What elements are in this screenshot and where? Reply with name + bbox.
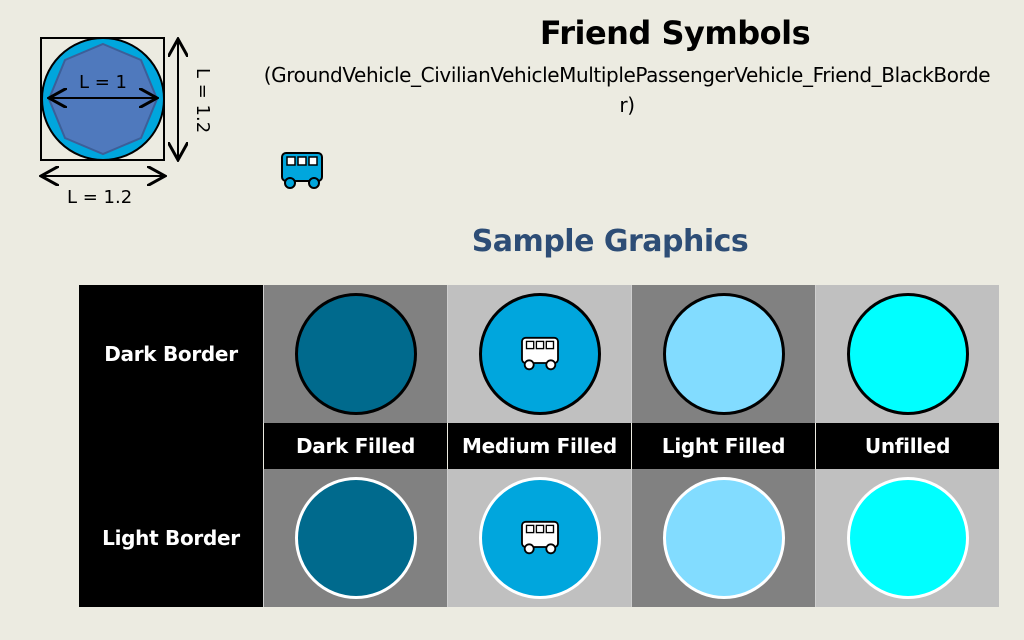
row-header-dark-border: Dark Border [79, 285, 263, 423]
symbol-dark-border-unfilled [846, 293, 969, 415]
symbol-light-border-light-filled [662, 477, 785, 599]
sample-graphics-table: Dark Border Dark Filled Medium Filled Li… [79, 285, 999, 607]
cell-dark-border-light-filled [631, 285, 815, 423]
symbol-dark-border-medium-filled [478, 293, 601, 415]
cell-dark-border-unfilled [815, 285, 999, 423]
row-header-light-border: Light Border [79, 469, 263, 607]
bus-icon [281, 152, 323, 189]
sample-graphics-heading: Sample Graphics [471, 224, 749, 259]
symbol-light-border-medium-filled [478, 477, 601, 599]
column-header-dark-filled: Dark Filled [263, 423, 447, 469]
page-title: Friend Symbols [539, 14, 811, 52]
height-label: L = 1.2 [192, 68, 213, 134]
symbol-light-border-dark-filled [294, 477, 417, 599]
column-header-light-filled: Light Filled [631, 423, 815, 469]
cell-light-border-unfilled [815, 469, 999, 607]
cell-light-border-dark-filled [263, 469, 447, 607]
column-header-medium-filled: Medium Filled [447, 423, 631, 469]
symbol-id-subtitle: (GroundVehicle_CivilianVehicleMultiplePa… [263, 63, 991, 117]
cell-dark-border-medium-filled [447, 285, 631, 423]
blank-header-cell [79, 423, 263, 469]
bus-icon [520, 520, 559, 555]
cell-light-border-medium-filled [447, 469, 631, 607]
inner-length-label: L = 1 [79, 72, 128, 93]
column-header-unfilled: Unfilled [815, 423, 999, 469]
symbol-geometry-diagram [0, 37, 240, 215]
cell-dark-border-dark-filled [263, 285, 447, 423]
bus-icon [520, 336, 559, 371]
symbol-light-border-unfilled [846, 477, 969, 599]
symbol-dark-border-light-filled [662, 293, 785, 415]
symbol-dark-border-dark-filled [294, 293, 417, 415]
cell-light-border-light-filled [631, 469, 815, 607]
width-label: L = 1.2 [67, 187, 133, 208]
